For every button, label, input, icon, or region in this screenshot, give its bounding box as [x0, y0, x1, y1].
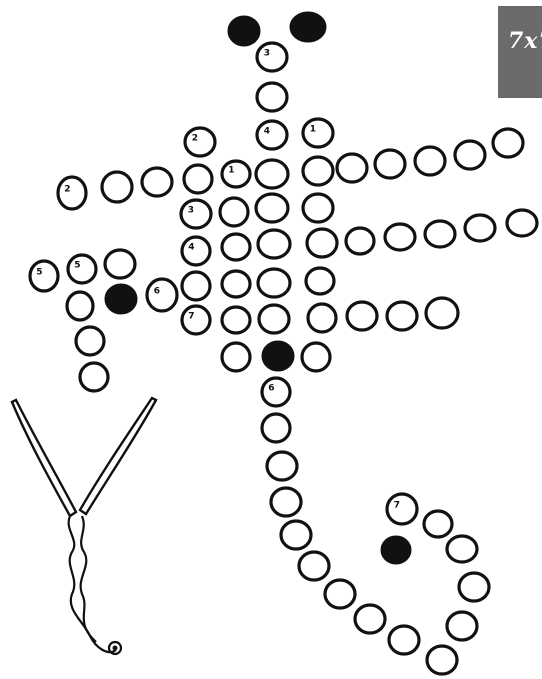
bead [142, 168, 172, 196]
bead-number-label: 3 [264, 49, 270, 59]
bead [375, 150, 405, 178]
numbered-bead [181, 200, 211, 228]
bead-number-label: 3 [188, 206, 194, 216]
bead [426, 298, 458, 328]
numbered-bead [222, 161, 250, 187]
numbered-bead [30, 261, 58, 291]
bead-number-label: 1 [310, 125, 316, 135]
left-needle [12, 400, 76, 516]
bead [325, 580, 355, 608]
black-bead [228, 16, 260, 46]
bead-number-label: 6 [268, 384, 274, 394]
bead [385, 224, 415, 250]
numbered-bead [68, 255, 96, 283]
right-needle [80, 398, 156, 514]
numbered-bead [262, 378, 290, 406]
thread-knot-center [113, 646, 118, 651]
numbered-bead [387, 494, 417, 524]
black-bead [105, 284, 137, 314]
bead [222, 307, 250, 333]
bead [262, 414, 290, 442]
black-bead [262, 341, 294, 371]
numbered-bead [257, 121, 287, 149]
bead [222, 234, 250, 260]
bead [258, 269, 290, 297]
bead [105, 250, 135, 278]
bead [346, 228, 374, 254]
numbered-bead [182, 306, 210, 334]
bead [102, 172, 132, 202]
black-bead [381, 536, 411, 564]
bead [355, 605, 385, 633]
bead [222, 271, 250, 297]
bead-number-label: 2 [192, 134, 198, 144]
bead [303, 157, 333, 185]
bead [220, 198, 248, 226]
bead [455, 141, 485, 169]
numbered-bead [147, 279, 177, 311]
bead [447, 536, 477, 562]
bead [415, 147, 445, 175]
bead [299, 552, 329, 580]
bead [67, 292, 93, 320]
bead [425, 221, 455, 247]
black-bead [290, 12, 326, 42]
bead [308, 304, 336, 332]
bead [258, 230, 290, 258]
bead-number-label: 7 [394, 501, 400, 511]
bead-number-label: 4 [264, 127, 270, 137]
bead [259, 305, 289, 333]
bead [507, 210, 537, 236]
bead [80, 363, 108, 391]
bead [302, 343, 330, 371]
bead [493, 129, 523, 157]
bead [447, 612, 477, 640]
numbered-bead [182, 237, 210, 265]
bead [337, 154, 367, 182]
bead-number-label: 1 [228, 166, 234, 176]
bead [459, 573, 489, 601]
bead [182, 272, 210, 300]
bead [222, 343, 250, 371]
bead [389, 626, 419, 654]
numbered-bead [303, 119, 333, 147]
bead-number-label: 6 [154, 286, 160, 296]
bead-number-label: 2 [64, 184, 70, 194]
numbered-bead [58, 177, 86, 209]
bead-number-label: 5 [36, 268, 42, 278]
numbered-bead [257, 43, 287, 71]
bead [76, 327, 104, 355]
bead [303, 194, 333, 222]
bead [267, 452, 297, 480]
thread [69, 516, 116, 652]
bead [347, 302, 377, 330]
numbered-bead [185, 128, 215, 156]
bead [256, 194, 288, 222]
bead [306, 268, 334, 294]
bead [307, 229, 337, 257]
weaving-needles-icon [12, 398, 156, 654]
bead-number-label: 5 [74, 261, 80, 271]
bead-number-label: 7 [188, 312, 194, 322]
bead [271, 488, 301, 516]
bead [465, 215, 495, 241]
bead [281, 521, 311, 549]
bead [424, 511, 452, 537]
bead-number-label: 4 [188, 243, 194, 253]
bead [427, 646, 457, 674]
bead [256, 160, 288, 188]
bead [387, 302, 417, 330]
bead [257, 83, 287, 111]
bead [184, 165, 212, 193]
